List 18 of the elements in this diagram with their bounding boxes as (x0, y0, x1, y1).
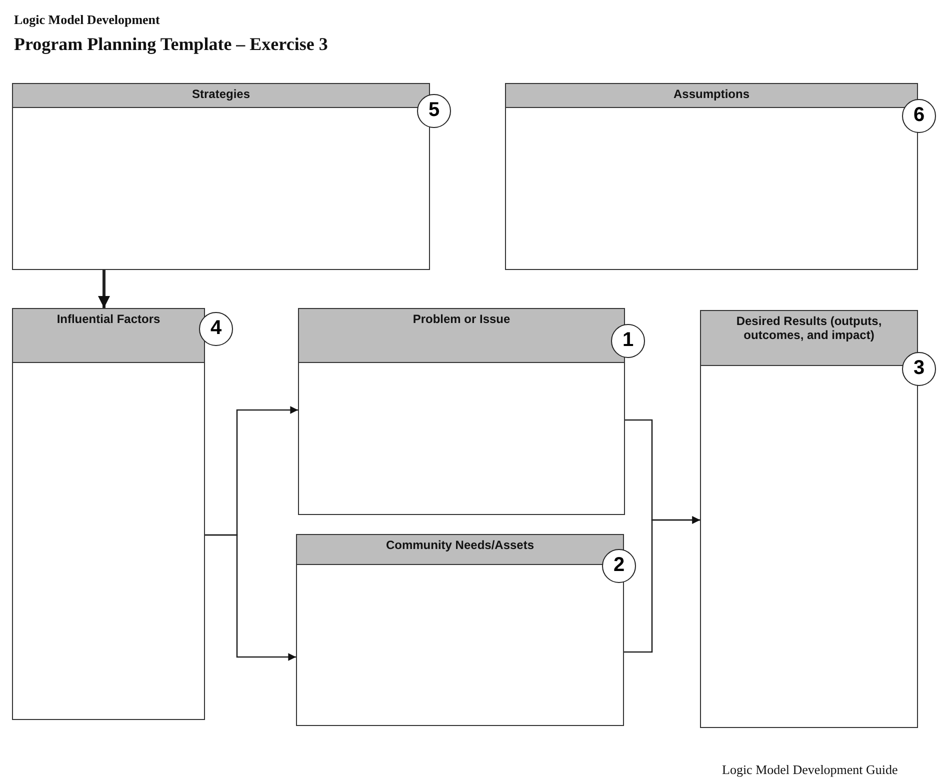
arrow (205, 534, 296, 661)
step-number: 4 (199, 312, 233, 346)
step-number: 6 (902, 99, 936, 133)
box-heading: Strategies (190, 87, 252, 101)
step-number: 5 (417, 94, 451, 128)
box-heading: Problem or Issue (412, 312, 512, 326)
box-heading: Community Needs/Assets (384, 538, 536, 552)
step-number: 3 (902, 352, 936, 386)
title: Program Planning Template – Exercise 3 (14, 33, 329, 56)
box-heading: Desired Results (outputs, outcomes, and impact) (735, 314, 883, 342)
arrow (624, 516, 700, 653)
heading-text: Logic Model Development (14, 11, 161, 29)
footer-text: Logic Model Development Guide (722, 762, 898, 778)
box-heading: Influential Factors (56, 312, 162, 326)
box-heading: Assumptions (672, 87, 750, 101)
step-number: 1 (611, 324, 645, 358)
arrow (98, 270, 110, 308)
step-number: 2 (602, 549, 636, 583)
